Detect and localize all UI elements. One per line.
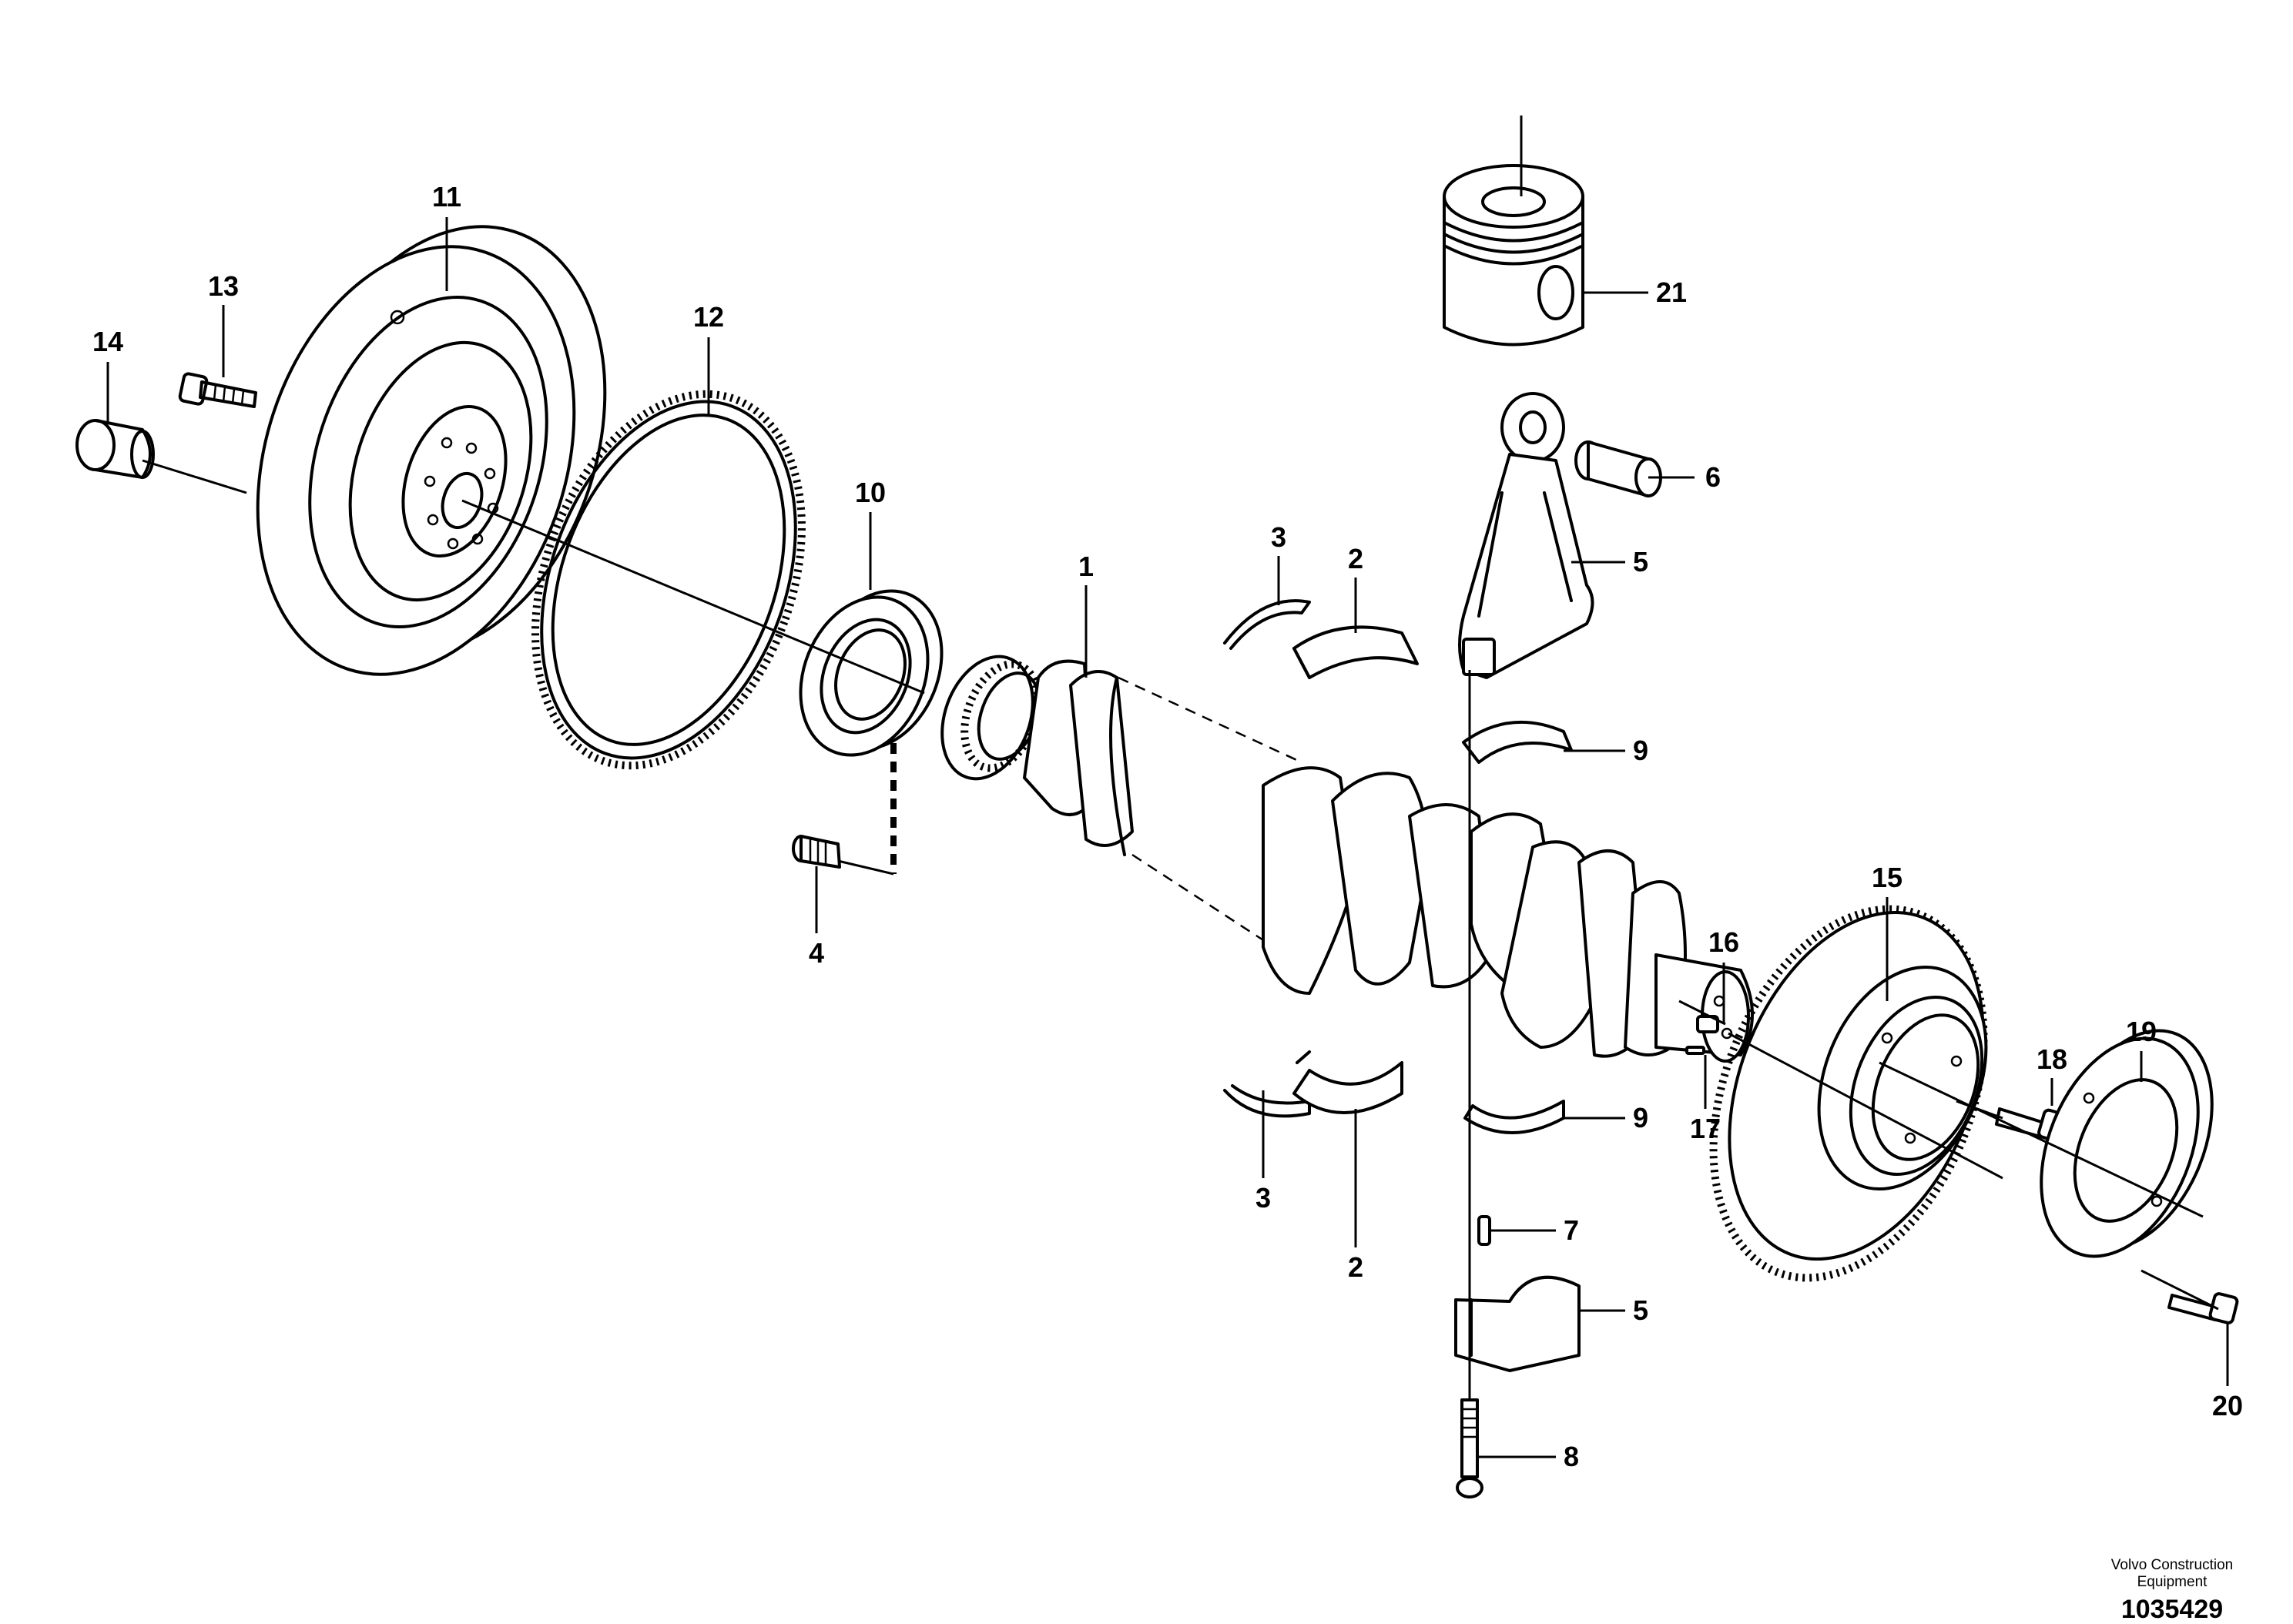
part-20-bolt — [2167, 1292, 2239, 1324]
part-9-rod-bearing-upper — [1462, 720, 1573, 764]
brand-label: Volvo Construction Equipment — [2080, 1557, 2265, 1591]
callout-14: 14 — [92, 326, 123, 357]
part-4-stud — [792, 743, 897, 876]
part-17-key — [1685, 1046, 1705, 1055]
callout-3-lower: 3 — [1255, 1182, 1271, 1214]
part-6-piston-pin — [1574, 440, 1662, 497]
part-2-main-bearing-lower — [1292, 1061, 1403, 1114]
part-19-hub — [2040, 1029, 2214, 1258]
part-8-rod-bolt — [1456, 1398, 1483, 1498]
callout-3-upper: 3 — [1271, 521, 1286, 553]
part-3-thrust-washer-lower — [1223, 1050, 1311, 1118]
part-21-piston — [1443, 116, 1584, 347]
callout-9-lower: 9 — [1633, 1102, 1648, 1133]
callout-5-cap: 5 — [1633, 1294, 1648, 1326]
part-14-bushing — [75, 419, 155, 479]
part-13-bolt — [178, 372, 257, 408]
callout-13: 13 — [208, 270, 239, 302]
part-15-pulley — [1709, 905, 1988, 1282]
callout-leaders — [106, 217, 2229, 1458]
brand-line-1: Volvo Construction — [2110, 1557, 2234, 1573]
callout-2-lower: 2 — [1348, 1251, 1363, 1283]
callout-labels: 11 13 14 12 10 1 3 2 21 6 5 9 4 15 16 18… — [92, 181, 2243, 1472]
part-2-main-bearing-upper — [1292, 625, 1419, 679]
part-5-connecting-rod — [1458, 392, 1594, 679]
callout-4: 4 — [809, 937, 824, 969]
assembly-axis-lines — [142, 459, 2219, 1311]
brand-line-2: Equipment — [2137, 1574, 2208, 1590]
part-7-dowel — [1477, 1215, 1491, 1246]
callout-17: 17 — [1690, 1113, 1721, 1144]
callout-18: 18 — [2037, 1043, 2067, 1075]
callout-12: 12 — [693, 301, 724, 333]
callout-1: 1 — [1078, 551, 1094, 582]
drawing-number: 1035429 — [2120, 1595, 2224, 1624]
part-10-seal — [799, 589, 944, 757]
callout-8: 8 — [1564, 1441, 1579, 1472]
part-1-crankshaft — [940, 655, 1754, 1063]
callout-6: 6 — [1705, 461, 1721, 493]
callout-11: 11 — [432, 181, 461, 213]
callout-7: 7 — [1564, 1214, 1579, 1246]
callout-5-rod: 5 — [1633, 546, 1648, 578]
part-3-thrust-washer-upper — [1223, 599, 1311, 650]
part-9-rod-bearing-lower — [1463, 1100, 1565, 1134]
callout-15: 15 — [1872, 862, 1902, 893]
callout-10: 10 — [855, 477, 886, 508]
callout-20: 20 — [2212, 1390, 2243, 1421]
callout-9-upper: 9 — [1633, 735, 1648, 766]
part-5-rod-cap — [1454, 1275, 1581, 1372]
callout-16: 16 — [1708, 926, 1739, 958]
callout-19: 19 — [2126, 1016, 2157, 1047]
callout-2-upper: 2 — [1348, 543, 1363, 574]
part-11-flywheel — [256, 225, 607, 676]
callout-21: 21 — [1656, 276, 1687, 308]
